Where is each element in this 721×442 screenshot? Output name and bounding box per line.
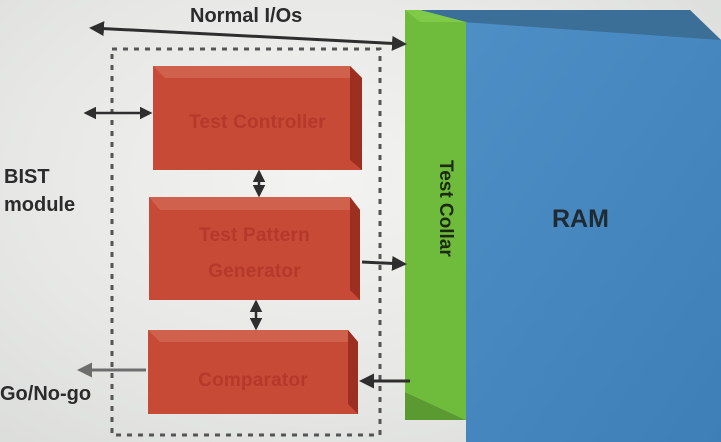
bist-label-line2: module [4, 194, 76, 216]
test-pattern-label-line2: Generator [208, 261, 301, 282]
normal-io-arrow [89, 21, 407, 51]
ram-block [420, 10, 721, 442]
comparator-label: Comparator [198, 370, 308, 391]
comparator-block [148, 330, 358, 414]
test-controller-text-box: Test Controller [153, 66, 362, 170]
comparator-text-box: Comparator [148, 330, 358, 414]
test-pattern-generator-block [149, 197, 360, 300]
go-no-go-label: Go/No-go [0, 383, 92, 405]
test-controller-label: Test Controller [189, 112, 326, 133]
bist-module-label: BIST module [4, 163, 75, 219]
bist-label-line1: BIST [4, 166, 50, 188]
test-controller-block [153, 66, 362, 170]
test-pattern-label-line1: Test Pattern [199, 225, 310, 246]
test-collar-block [405, 10, 466, 420]
normal-ios-label: Normal I/Os [190, 5, 303, 27]
pattern-to-collar-arrow [361, 255, 407, 271]
test-collar-label: Test Collar [435, 160, 456, 257]
ram-label: RAM [552, 205, 609, 233]
test-pattern-text-box: Test Pattern Generator [149, 197, 360, 300]
